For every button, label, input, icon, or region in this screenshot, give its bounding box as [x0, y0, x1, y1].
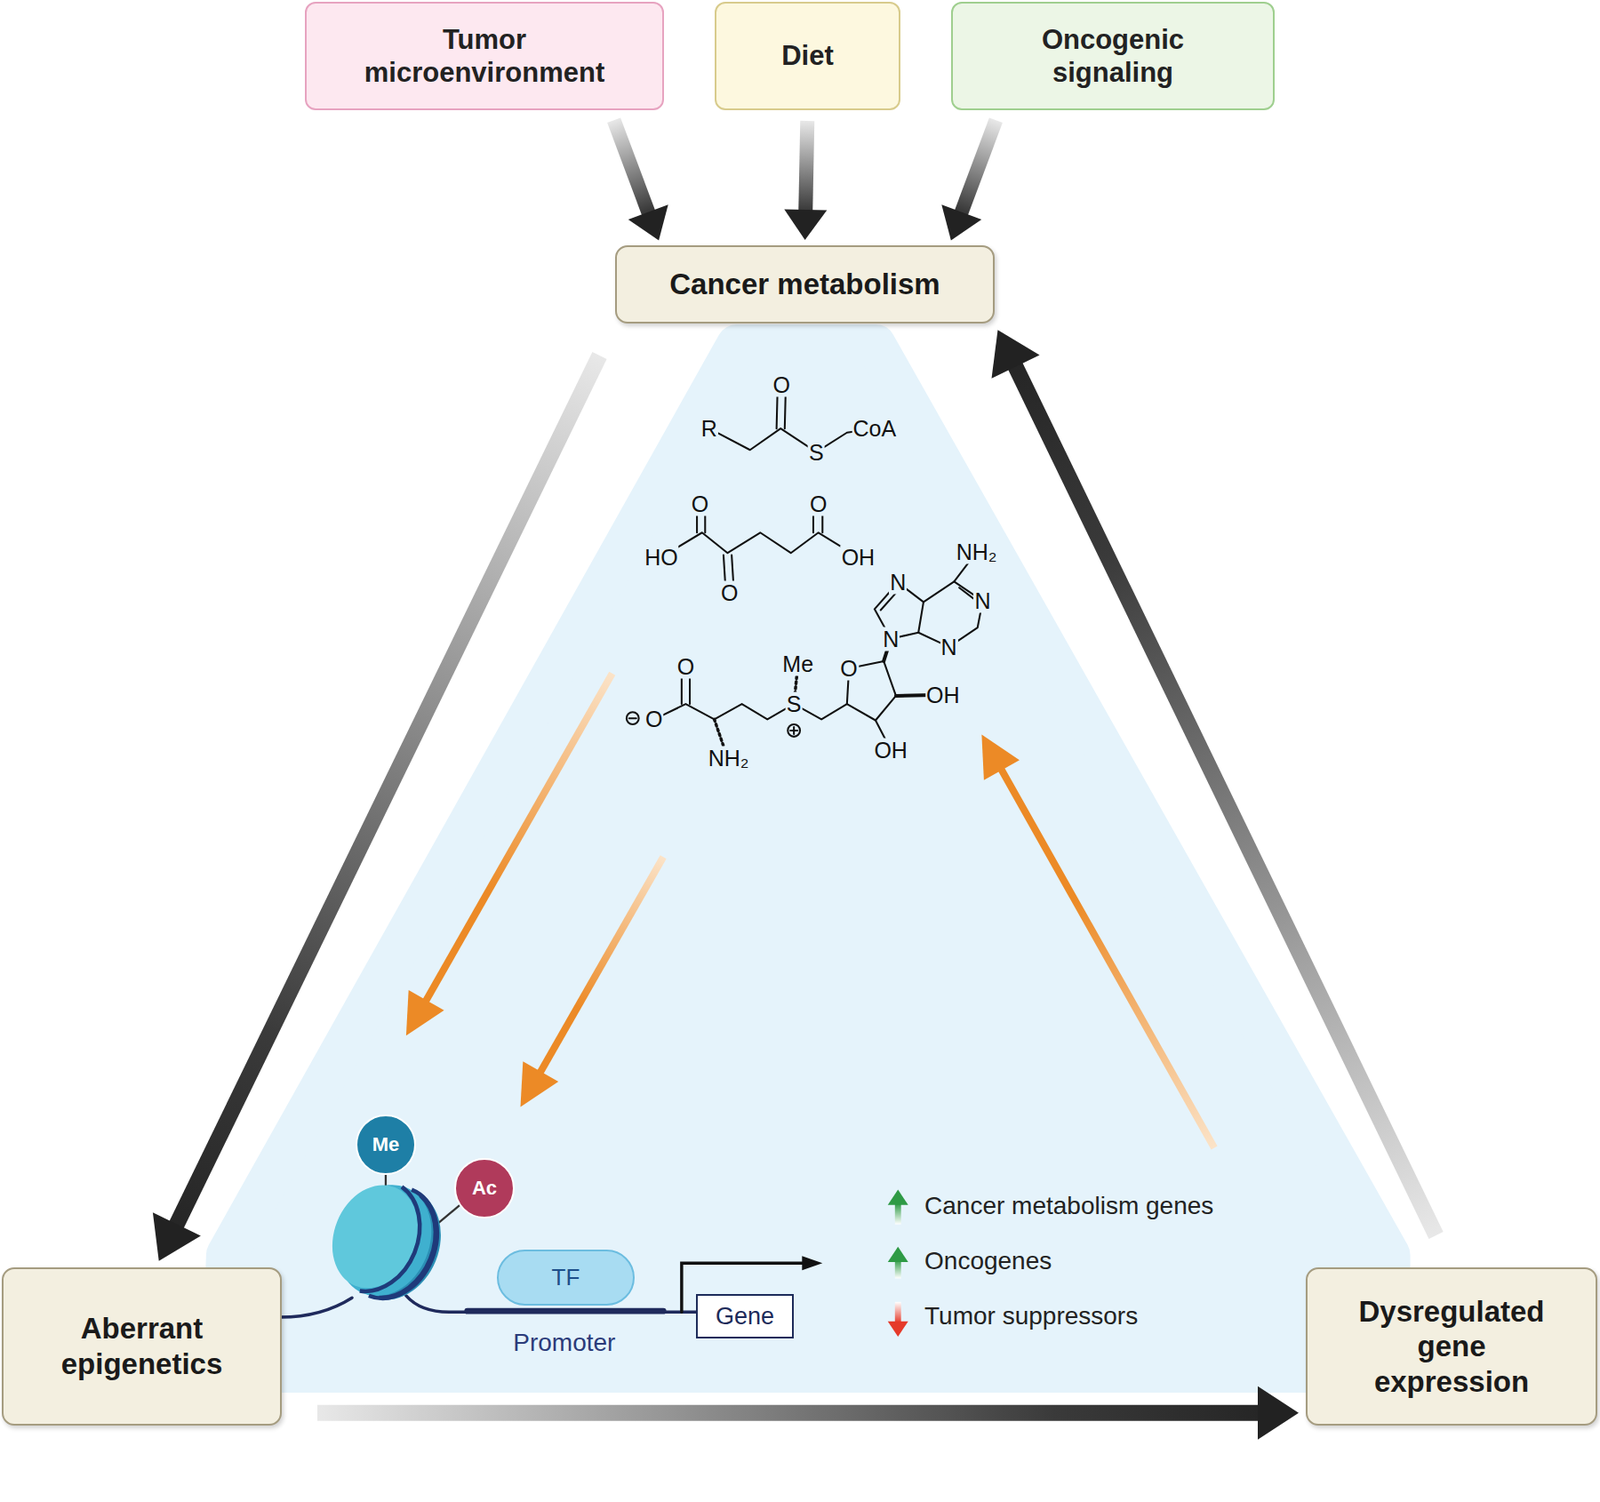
node-text: Aberrant epigenetics [24, 1311, 259, 1382]
drawing-part [654, 704, 848, 720]
input-box: Diet [714, 1, 901, 111]
arrow-shaft [1013, 360, 1437, 1236]
node-text: Tumor microenvironment [342, 23, 627, 89]
arrow-shaft [960, 120, 996, 216]
atom-label: O [839, 656, 858, 680]
node-text: Diet [781, 39, 834, 72]
drawing-part [661, 532, 859, 558]
atom-label: Me [781, 652, 815, 677]
gene-change-label: Oncogenes [924, 1248, 1052, 1274]
flow-arrowhead [888, 1321, 909, 1337]
node-text: Me [372, 1133, 400, 1157]
atom-label: O [808, 492, 828, 517]
drawing-part [709, 428, 875, 452]
atom-label: O [644, 707, 664, 732]
arrowhead [784, 209, 827, 240]
illustration-group [222, 344, 1390, 1373]
flow-arrow-shaft [537, 856, 664, 1077]
atom-label: N [888, 570, 907, 595]
transcription-arrowhead [801, 1256, 823, 1271]
nucleosome [315, 1168, 457, 1315]
arrow-shaft [805, 120, 808, 215]
flow-arrow-shaft [999, 765, 1216, 1149]
arrowhead [992, 329, 1040, 378]
flow-arrow-shaft [895, 1302, 902, 1324]
gene-change-label: Cancer metabolism genes [924, 1193, 1214, 1219]
flow-arrowhead [406, 990, 445, 1036]
flow-arrow-shaft [895, 1259, 902, 1279]
flow-arrow [614, 120, 669, 240]
flow-arrow-shaft [423, 673, 613, 1007]
acetyl-mark: Ac [454, 1158, 515, 1219]
atom-label: O [676, 654, 696, 679]
node-text: Oncogenic signaling [988, 23, 1238, 89]
process-box: Cancer metabolism [615, 245, 995, 324]
gene-box: Gene [696, 1294, 794, 1339]
flow-arrowhead [888, 1247, 909, 1263]
node-text: Gene [715, 1302, 775, 1331]
atom-label: R [700, 416, 719, 441]
atom-label: O [720, 580, 739, 605]
atom-label: S [808, 440, 825, 464]
flow-arrowhead [888, 1190, 909, 1206]
atom-label: N [973, 589, 992, 614]
node-text: Dysregulated gene expression [1341, 1294, 1562, 1400]
drawing-part [378, 1195, 451, 1311]
atom-label: OH [840, 544, 877, 569]
atom-label: NH₂ [955, 540, 999, 565]
arrowhead [1257, 1386, 1299, 1440]
process-box: Dysregulated gene expression [1305, 1267, 1598, 1426]
arrowhead [941, 204, 982, 240]
input-box: Oncogenic signaling [951, 1, 1275, 111]
atom-label: S [785, 692, 803, 717]
atom-label: OH [925, 682, 961, 707]
drawing-part [626, 712, 640, 725]
drawing-part [787, 724, 800, 737]
arrow-shaft [174, 355, 600, 1231]
drawing-part [792, 727, 795, 735]
atom-label: O [690, 492, 710, 517]
flow-arrow [152, 355, 600, 1262]
arrowhead [628, 204, 669, 240]
part-label: Promoter [512, 1330, 616, 1356]
flow-arrow-shaft [895, 1202, 902, 1224]
transcription-factor: TF [496, 1249, 635, 1306]
atom-label: N [881, 626, 900, 651]
flow-arrow [317, 1386, 1299, 1440]
gene-change-label: Tumor suppressors [924, 1304, 1138, 1329]
atom-label: HO [643, 544, 680, 569]
process-box: Aberrant epigenetics [1, 1267, 282, 1426]
atom-label: O [772, 372, 792, 397]
flow-arrowhead [981, 735, 1020, 781]
flow-arrow [941, 120, 996, 240]
flow-arrow [784, 120, 827, 240]
drawing-part [360, 1186, 436, 1304]
arrow-shaft [614, 120, 650, 216]
node-text: Ac [472, 1176, 497, 1200]
node-text: Cancer metabolism [669, 266, 940, 303]
atom-label: N [940, 634, 959, 659]
arrow-shaft [317, 1405, 1264, 1422]
flow-arrow [992, 329, 1437, 1236]
histone-tail [436, 1204, 462, 1225]
input-box: Tumor microenvironment [304, 1, 664, 111]
flow-arrowhead [520, 1061, 559, 1107]
drawing-part [368, 1190, 454, 1313]
promoter-bar [467, 1308, 664, 1315]
atom-label: NH₂ [707, 745, 751, 770]
drawing-part [629, 717, 637, 720]
methyl-mark: Me [355, 1114, 416, 1176]
drawing-part [280, 1297, 352, 1318]
arrowhead [152, 1212, 201, 1261]
atom-label: CoA [851, 416, 897, 441]
decorative-arrows [406, 673, 1215, 1337]
node-text: TF [552, 1264, 581, 1292]
chemical-bonds [626, 387, 984, 755]
metabolism-region [222, 344, 1390, 1373]
atom-label: OH [872, 737, 909, 762]
